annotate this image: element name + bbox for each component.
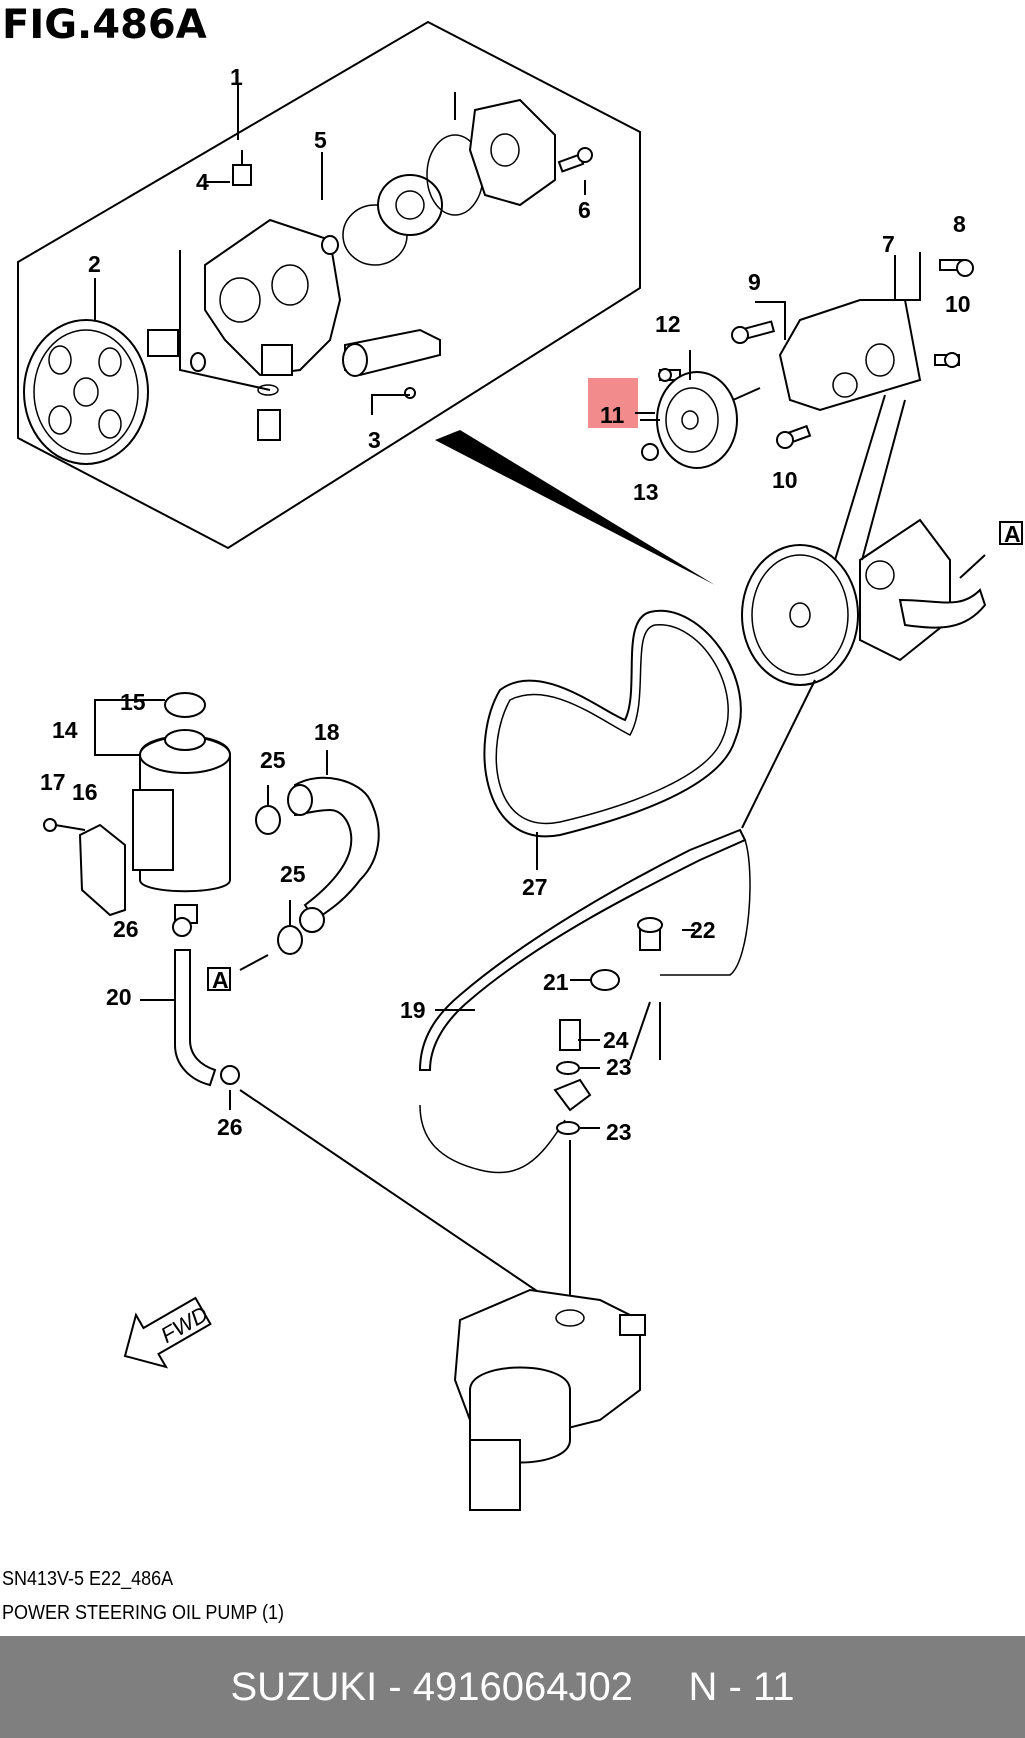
steering-gear-box	[453, 1288, 646, 1511]
callout-7: 7	[882, 231, 895, 257]
bolt-9	[731, 320, 776, 344]
callout-8: 8	[953, 211, 966, 237]
gasket-23-upper	[556, 1061, 580, 1075]
ref-label-a-top: A	[1004, 521, 1021, 547]
bolt-10-lower	[776, 424, 812, 449]
parts-diagram: FWD A A 1 2 3 4 5 6 7 8 9 10 10 11 12 13…	[17, 20, 1023, 1511]
washer-ring	[190, 352, 206, 372]
fwd-arrow-icon: FWD	[123, 1296, 212, 1369]
pump-bracket-7	[778, 299, 922, 412]
caption-code: SN413V-5 E22_486A	[2, 1568, 174, 1590]
callout-6: 6	[578, 197, 591, 223]
callout-16: 16	[72, 779, 98, 805]
bolt-17	[43, 818, 57, 832]
idler-pulley-11	[656, 371, 738, 469]
clamp-26-upper	[172, 917, 192, 937]
callout-15: 15	[120, 689, 146, 715]
callout-25-lower: 25	[280, 861, 306, 887]
callout-17: 17	[40, 769, 66, 795]
banjo-fitting-21	[590, 969, 620, 991]
hose-fitting	[553, 1078, 592, 1112]
gasket-23-lower	[556, 1121, 580, 1135]
pressure-switch-4	[232, 150, 252, 186]
pump-pulley-2	[23, 319, 179, 465]
callout-4: 4	[196, 169, 209, 195]
part-footer-bar: SUZUKI - 4916064J02 N - 11	[0, 1636, 1025, 1738]
ref-label-a-left: A	[212, 967, 229, 993]
hose-18	[287, 776, 380, 933]
drive-belt-27	[483, 609, 742, 838]
callout-13: 13	[633, 479, 659, 505]
caption-name: POWER STEERING OIL PUMP (1)	[2, 1602, 285, 1624]
o-ring-bottom	[257, 384, 279, 396]
footer-separator: -	[377, 1664, 413, 1709]
reservoir-cap-15	[164, 692, 206, 718]
callout-11: 11	[600, 402, 625, 428]
ref-box-a-left	[207, 967, 231, 991]
suction-connector-3	[342, 328, 441, 377]
callout-12: 12	[655, 311, 681, 337]
footer-gap	[633, 1665, 689, 1710]
callout-18: 18	[314, 719, 340, 745]
callout-10-lower: 10	[772, 467, 798, 493]
callout-21: 21	[543, 969, 569, 995]
reservoir-bracket-16	[78, 823, 126, 917]
part-11-highlight	[588, 378, 638, 428]
callout-5: 5	[314, 127, 327, 153]
reservoir-14	[132, 729, 231, 924]
screw	[404, 387, 416, 399]
bolt-8	[939, 259, 974, 277]
o-ring-small	[321, 235, 339, 255]
hose-clamp-25-lower	[277, 925, 303, 955]
callout-24: 24	[603, 1027, 629, 1053]
callout-14: 14	[52, 717, 78, 743]
pressure-hose-19	[418, 828, 751, 1174]
footer-position: N - 11	[688, 1664, 795, 1709]
plug	[257, 409, 281, 441]
assembled-pump	[741, 518, 987, 686]
callout-23-upper: 23	[606, 1054, 632, 1080]
bolt-10-upper	[934, 352, 960, 368]
callout-27: 27	[522, 874, 548, 900]
pump-body	[204, 218, 342, 377]
callout-23-lower: 23	[606, 1119, 632, 1145]
footer-part-number: 4916064J02	[412, 1664, 633, 1709]
pump-cover	[468, 98, 556, 207]
figure-title: FIG.486A	[2, 2, 207, 48]
exploded-view-frame	[17, 20, 641, 550]
clamp-26-lower	[220, 1065, 240, 1085]
nut-13	[641, 443, 659, 461]
hose-clamp-25-upper	[255, 805, 281, 835]
callout-9: 9	[748, 269, 761, 295]
callout-25-upper: 25	[260, 747, 286, 773]
union-bolt-22	[637, 917, 663, 951]
callout-26-lower: 26	[217, 1114, 243, 1140]
callout-2: 2	[88, 251, 101, 277]
ref-box-a-top	[999, 521, 1023, 545]
bolt-6	[557, 147, 593, 173]
pump-rotor	[377, 174, 443, 236]
bolt-12	[658, 368, 681, 382]
return-hose-20	[174, 949, 217, 1087]
union-bolt-24	[559, 1019, 581, 1051]
exploded-to-assembly-arrow	[435, 430, 715, 585]
callout-3: 3	[368, 427, 381, 453]
callout-20: 20	[106, 984, 132, 1010]
callout-19: 19	[400, 997, 426, 1023]
callout-22: 22	[690, 917, 716, 943]
callout-26-upper: 26	[113, 916, 139, 942]
footer-brand: SUZUKI	[230, 1664, 378, 1709]
callout-1: 1	[230, 64, 243, 90]
callout-10-upper: 10	[945, 291, 971, 317]
